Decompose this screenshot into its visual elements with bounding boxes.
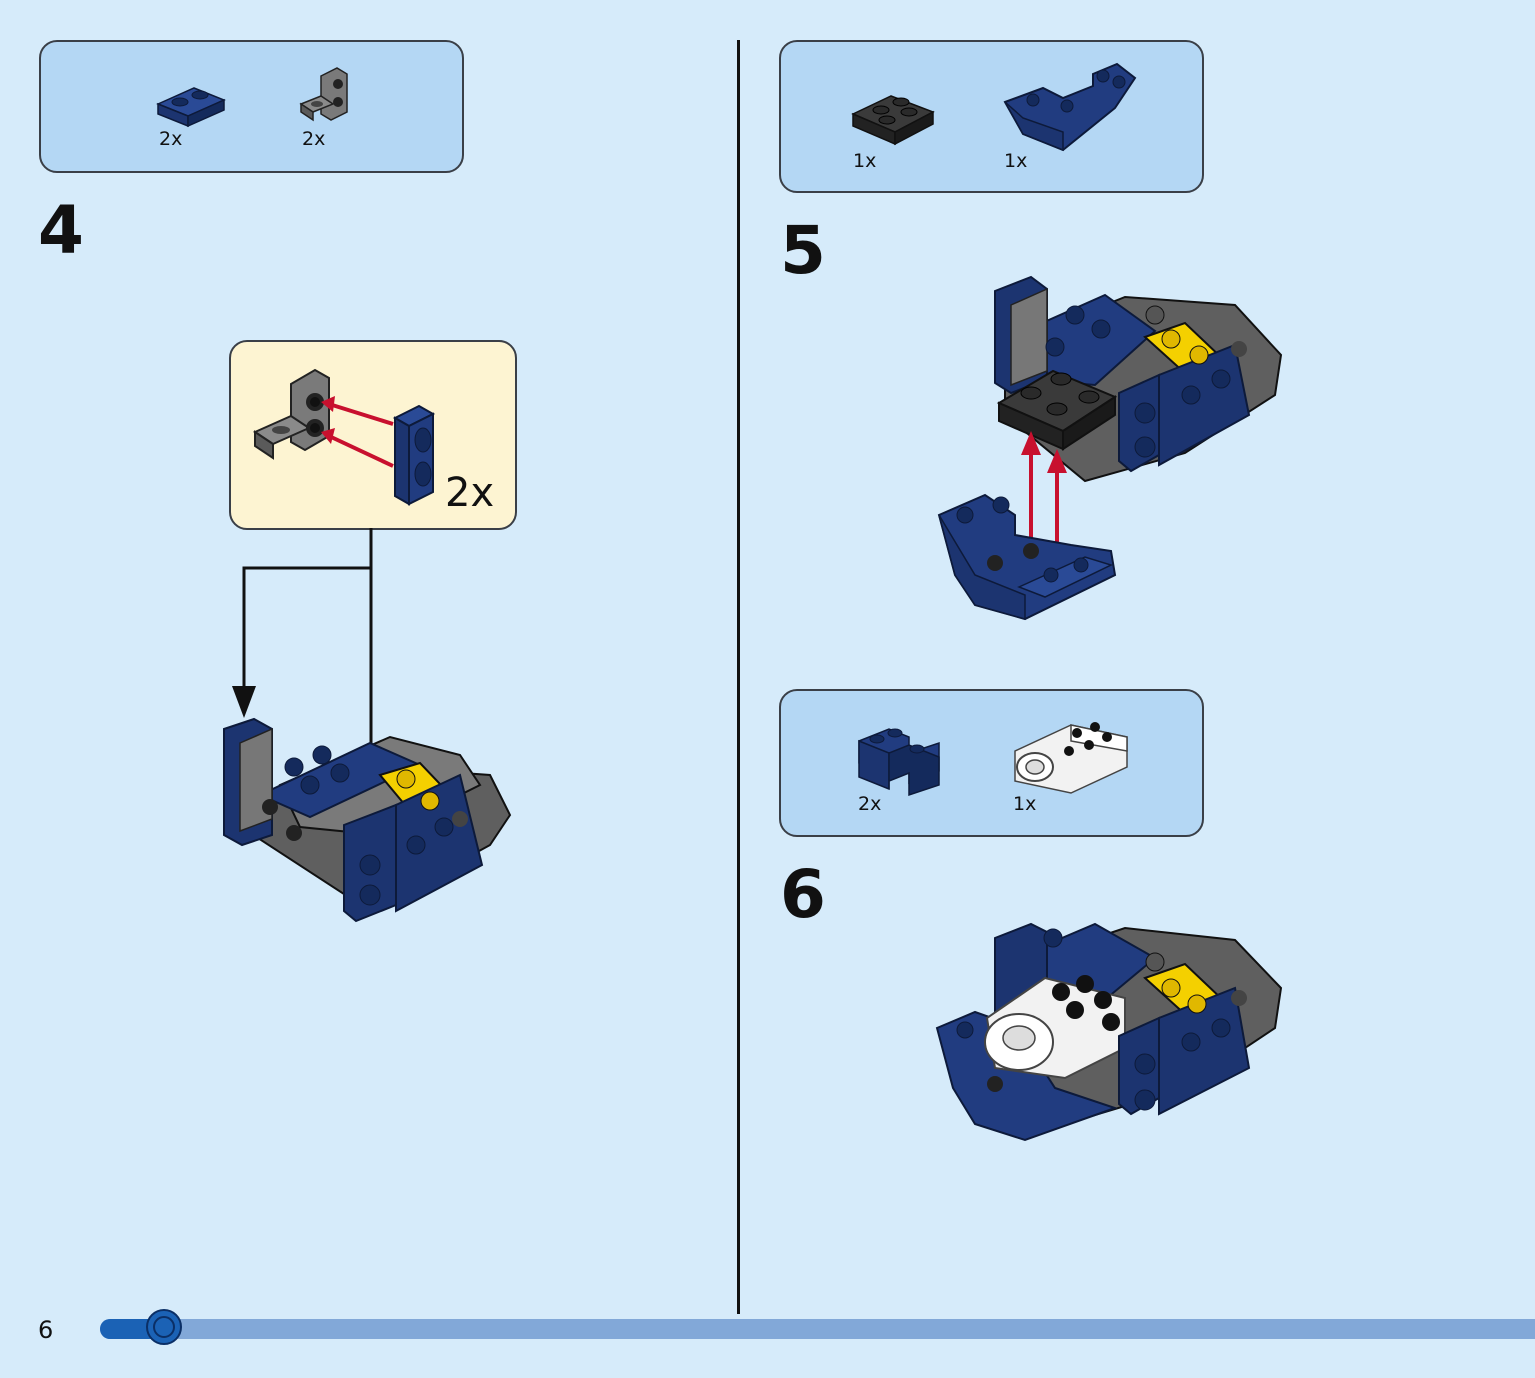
step4-subassembly-callout: 2x xyxy=(229,340,517,530)
red-attach-arrow-icon xyxy=(321,396,394,468)
progress-track xyxy=(100,1319,1535,1339)
step5-number: 5 xyxy=(780,212,826,289)
step5-parts-box: 1x 1x xyxy=(779,40,1204,193)
step4-model-illustration xyxy=(223,717,512,923)
dark-blue-inverted-slope-icon xyxy=(1003,62,1137,152)
page-divider xyxy=(737,40,740,1314)
step6-parts-box: 2x 1x xyxy=(779,689,1204,837)
page-number: 6 xyxy=(38,1316,54,1344)
step4-parts-box: 2x 2x xyxy=(39,40,464,173)
white-clip-brick-icon xyxy=(1014,722,1128,794)
step5-model-illustration xyxy=(937,275,1283,621)
step4-number: 4 xyxy=(38,192,84,269)
step6-number: 6 xyxy=(780,856,826,933)
step6-model-illustration xyxy=(935,922,1283,1142)
progress-knob xyxy=(146,1309,182,1345)
callout-qty: 2x xyxy=(445,470,495,516)
part-qty: 1x xyxy=(853,150,877,172)
part-qty: 1x xyxy=(1013,793,1037,815)
grey-bracket-icon xyxy=(252,368,330,460)
black-plate-2x2-icon xyxy=(851,95,935,146)
part-qty: 2x xyxy=(159,128,183,150)
part-qty: 1x xyxy=(1004,150,1028,172)
dark-blue-plate-icon xyxy=(392,404,436,506)
dark-blue-corner-brick-icon xyxy=(858,728,940,797)
part-qty: 2x xyxy=(858,793,882,815)
grey-bracket-1x2-icon xyxy=(299,67,348,122)
part-qty: 2x xyxy=(302,128,326,150)
dark-blue-plate-1x2-icon xyxy=(156,87,226,128)
